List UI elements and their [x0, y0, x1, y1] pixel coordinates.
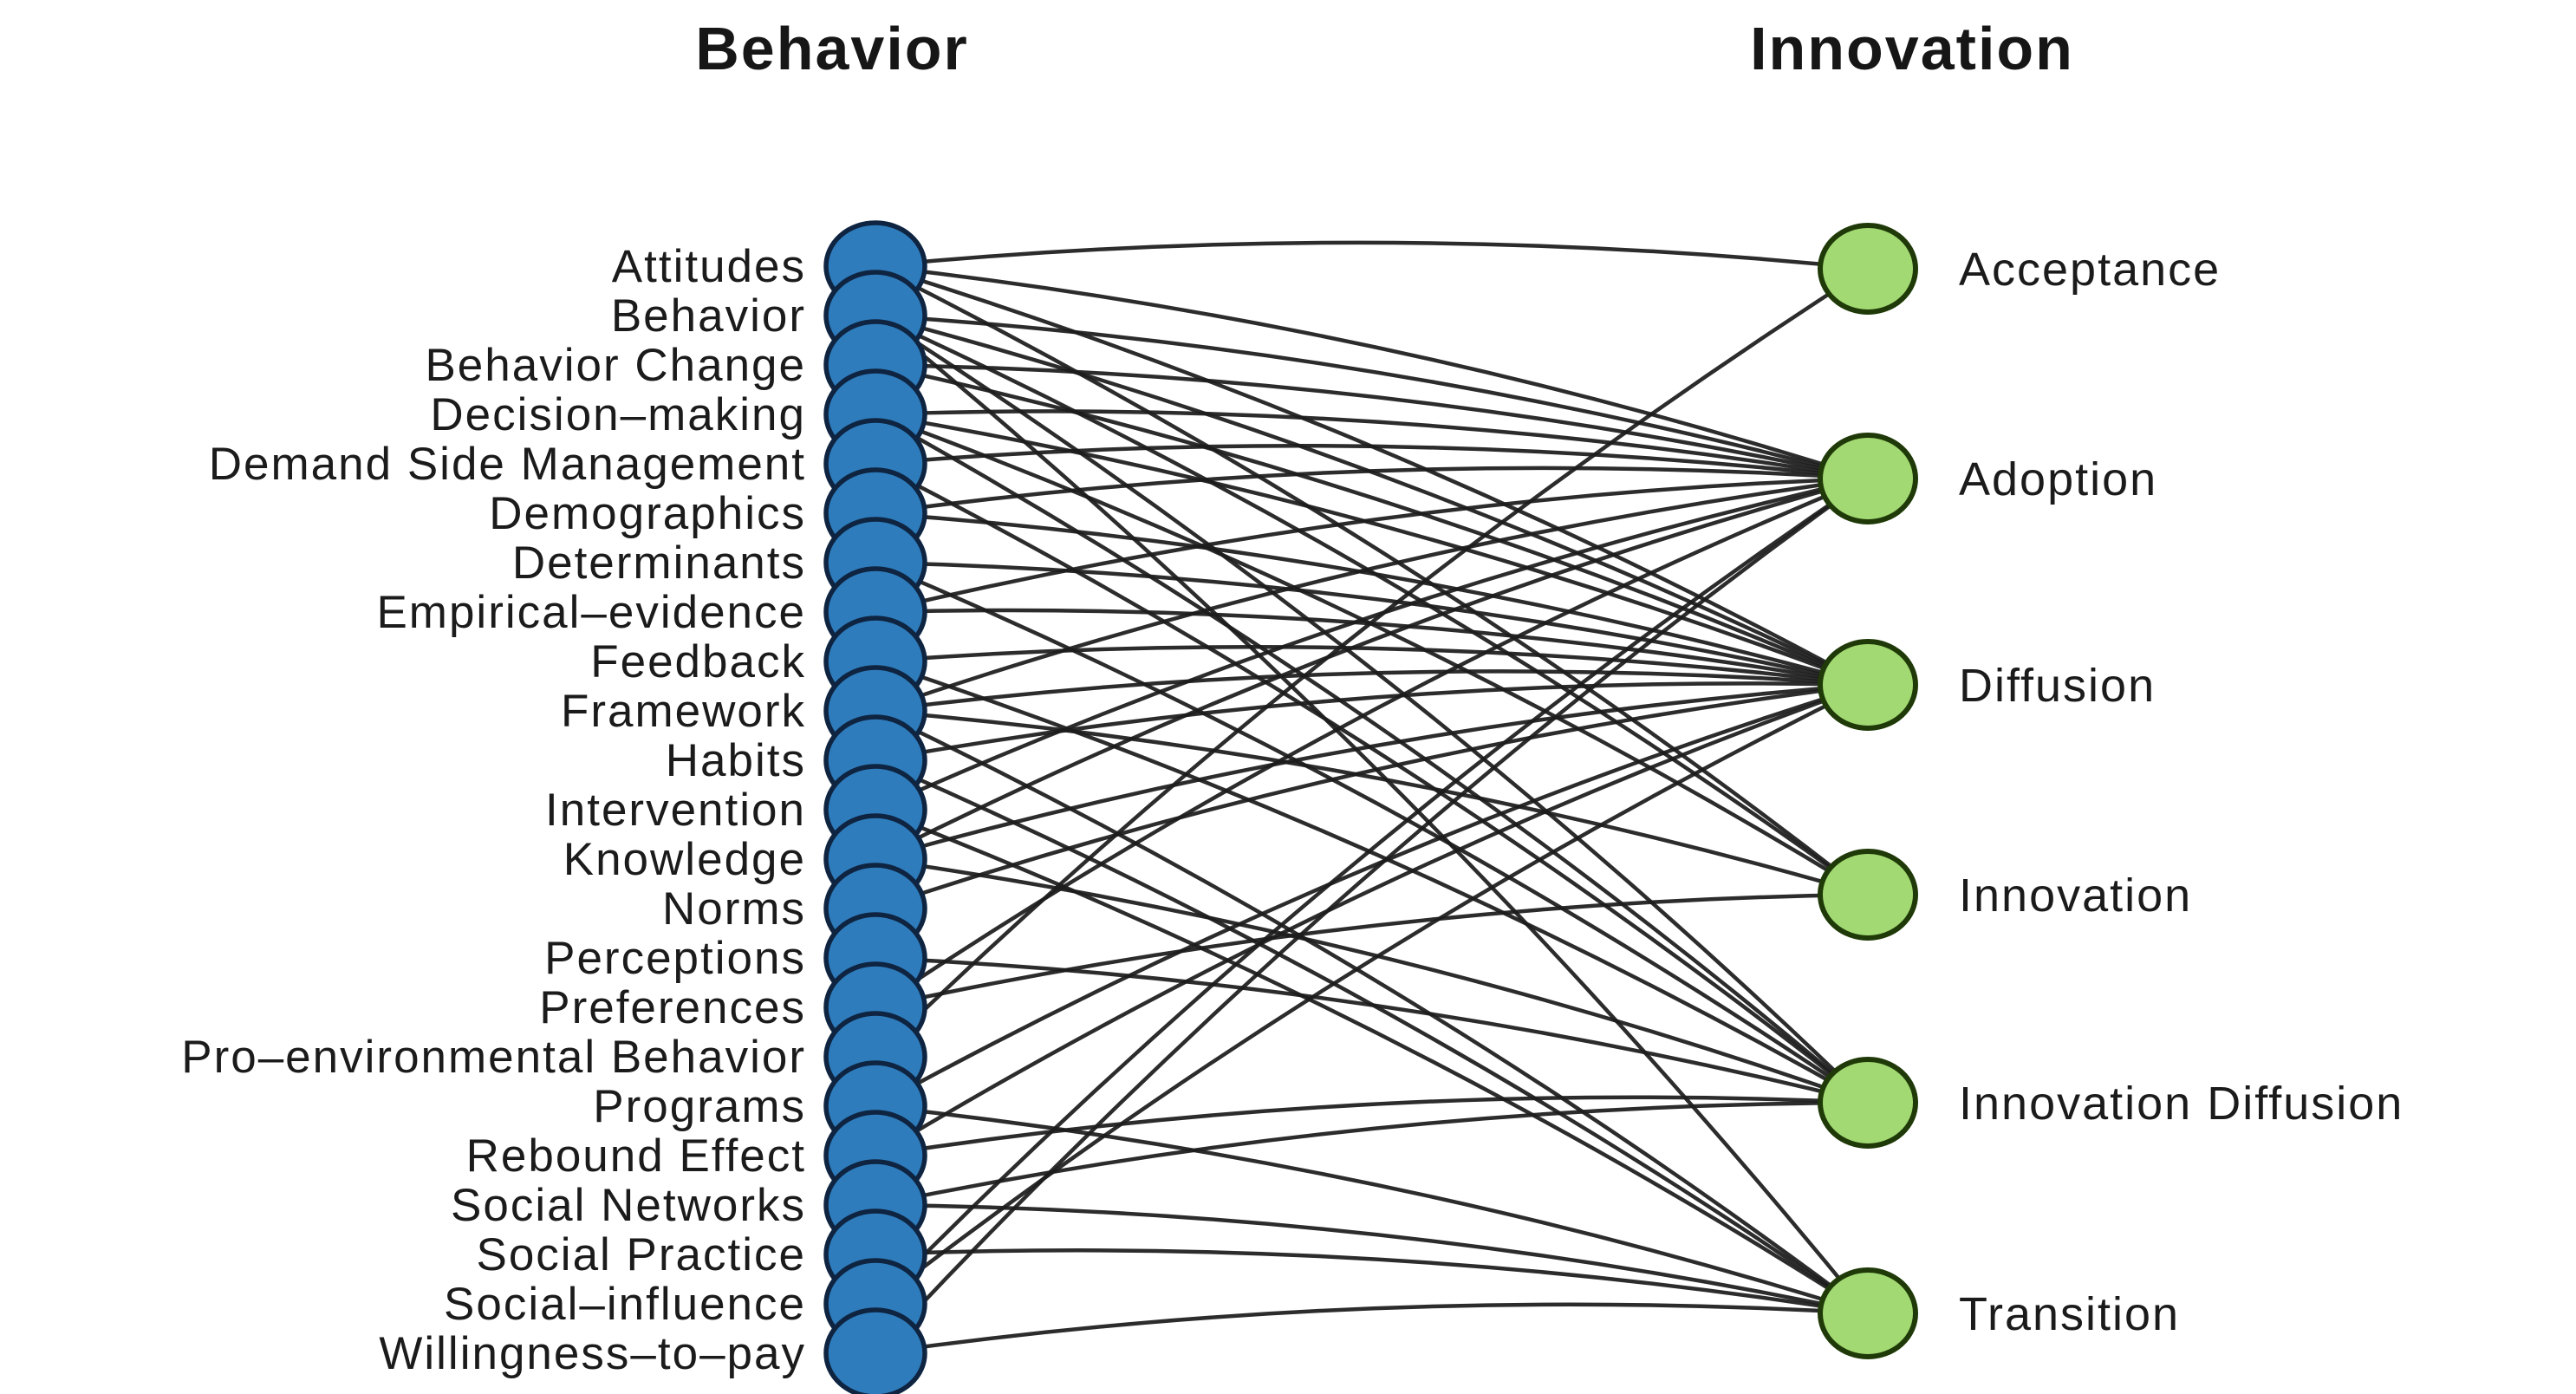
- innovation-label-innovation-diffusion: Innovation Diffusion: [1959, 1078, 2404, 1130]
- edge-habits-to-transition: [873, 758, 1870, 1316]
- edge-determinants-to-diffusion: [873, 560, 1870, 687]
- edge-behavior-to-adoption: [873, 313, 1870, 481]
- edge-behavior-change-to-adoption: [873, 362, 1870, 481]
- edge-preferences-to-adoption: [873, 476, 1870, 1010]
- edge-intervention-to-transition: [873, 807, 1870, 1316]
- edge-pro-environmental-behavior-to-acceptance: [873, 266, 1870, 1059]
- innovation-label-acceptance: Acceptance: [1959, 244, 2221, 296]
- edges-layer: [873, 240, 1870, 1356]
- behavior-label-habits: Habits: [666, 735, 806, 786]
- edge-programs-to-diffusion: [873, 682, 1870, 1109]
- behavior-label-pro-environmental-behavior: Pro–environmental Behavior: [181, 1032, 806, 1083]
- edge-knowledge-to-adoption: [873, 476, 1870, 862]
- innovation-node-acceptance: [1818, 223, 1918, 315]
- edge-behavior-change-to-diffusion: [873, 362, 1870, 687]
- behavior-label-decision-making: Decision–making: [430, 389, 806, 440]
- innovation-label-diffusion: Diffusion: [1959, 660, 2156, 712]
- innovation-label-adoption: Adoption: [1959, 453, 2157, 505]
- edge-framework-to-innovation: [873, 708, 1870, 897]
- left-group-title: Behavior: [695, 15, 969, 82]
- edge-rebound-effect-to-innovation-diffusion: [873, 1095, 1870, 1158]
- edge-social-networks-to-innovation-diffusion: [873, 1100, 1870, 1208]
- behavior-label-social-practice: Social Practice: [476, 1229, 806, 1280]
- behavior-label-intervention: Intervention: [545, 785, 806, 836]
- behavior-label-preferences: Preferences: [539, 982, 806, 1033]
- innovation-label-transition: Transition: [1959, 1288, 2180, 1340]
- edge-framework-to-diffusion: [873, 669, 1870, 713]
- edge-demand-side-management-to-innovation-diffusion: [873, 461, 1870, 1105]
- edge-attitudes-to-innovation: [873, 264, 1870, 897]
- innovation-labels-layer: AcceptanceAdoptionDiffusionInnovationInn…: [1959, 244, 2404, 1340]
- edge-feedback-to-innovation-diffusion: [873, 659, 1870, 1105]
- edge-demographics-to-adoption: [873, 466, 1870, 516]
- behavior-label-demographics: Demographics: [489, 488, 806, 539]
- innovation-label-innovation: Innovation: [1959, 870, 2192, 922]
- innovation-node-innovation-diffusion: [1818, 1057, 1918, 1149]
- behavior-label-knowledge: Knowledge: [563, 834, 806, 885]
- edge-behavior-to-diffusion: [873, 313, 1870, 687]
- edge-behavior-to-transition: [873, 313, 1870, 1316]
- behavior-label-framework: Framework: [561, 686, 806, 737]
- edge-social-networks-to-transition: [873, 1202, 1870, 1316]
- innovation-nodes-layer: [1818, 223, 1918, 1359]
- behavior-nodes-layer: [823, 220, 927, 1394]
- behavior-label-norms: Norms: [662, 883, 806, 935]
- edge-attitudes-to-acceptance: [873, 240, 1870, 271]
- edge-knowledge-to-innovation-diffusion: [873, 857, 1870, 1105]
- edge-decision-making-to-innovation: [873, 412, 1870, 897]
- edge-willingness-to-pay-to-transition: [873, 1302, 1870, 1356]
- behavior-label-behavior: Behavior: [611, 290, 806, 342]
- edge-norms-to-diffusion: [873, 682, 1870, 911]
- behavior-label-determinants: Determinants: [512, 537, 806, 589]
- behavior-label-willingness-to-pay: Willingness–to–pay: [379, 1328, 806, 1379]
- innovation-node-adoption: [1818, 433, 1918, 524]
- innovation-node-innovation: [1818, 849, 1918, 941]
- behavior-label-behavior-change: Behavior Change: [425, 340, 806, 391]
- edge-framework-to-transition: [873, 708, 1870, 1316]
- edge-behavior-to-innovation-diffusion: [873, 313, 1870, 1105]
- behavior-node-willingness-to-pay: [823, 1307, 927, 1394]
- right-group-title: Innovation: [1750, 15, 2074, 82]
- edge-rebound-effect-to-diffusion: [873, 682, 1870, 1158]
- edge-behavior-to-innovation: [873, 313, 1870, 897]
- behavior-label-social-influence: Social–influence: [444, 1279, 806, 1330]
- innovation-node-transition: [1818, 1267, 1918, 1359]
- edge-decision-making-to-innovation-diffusion: [873, 412, 1870, 1105]
- behavior-label-social-networks: Social Networks: [451, 1180, 806, 1231]
- edge-determinants-to-innovation-diffusion: [873, 560, 1870, 1105]
- behavior-label-empirical-evidence: Empirical–evidence: [376, 587, 806, 638]
- edge-social-influence-to-adoption: [873, 476, 1870, 1306]
- edge-habits-to-diffusion: [873, 681, 1870, 763]
- behavior-label-perceptions: Perceptions: [544, 933, 806, 984]
- innovation-node-diffusion: [1818, 639, 1918, 731]
- behavior-label-rebound-effect: Rebound Effect: [466, 1130, 806, 1182]
- edge-social-practice-to-transition: [873, 1248, 1870, 1316]
- edge-attitudes-to-diffusion: [873, 264, 1870, 687]
- edge-attitudes-to-adoption: [873, 264, 1870, 481]
- behavior-label-feedback: Feedback: [590, 636, 806, 687]
- behavior-label-demand-side-management: Demand Side Management: [209, 439, 806, 490]
- behavior-label-programs: Programs: [593, 1081, 806, 1132]
- edge-feedback-to-diffusion: [873, 645, 1870, 687]
- behavior-label-attitudes: Attitudes: [612, 241, 806, 292]
- edge-preferences-to-innovation: [873, 892, 1870, 1010]
- edge-programs-to-transition: [873, 1104, 1870, 1316]
